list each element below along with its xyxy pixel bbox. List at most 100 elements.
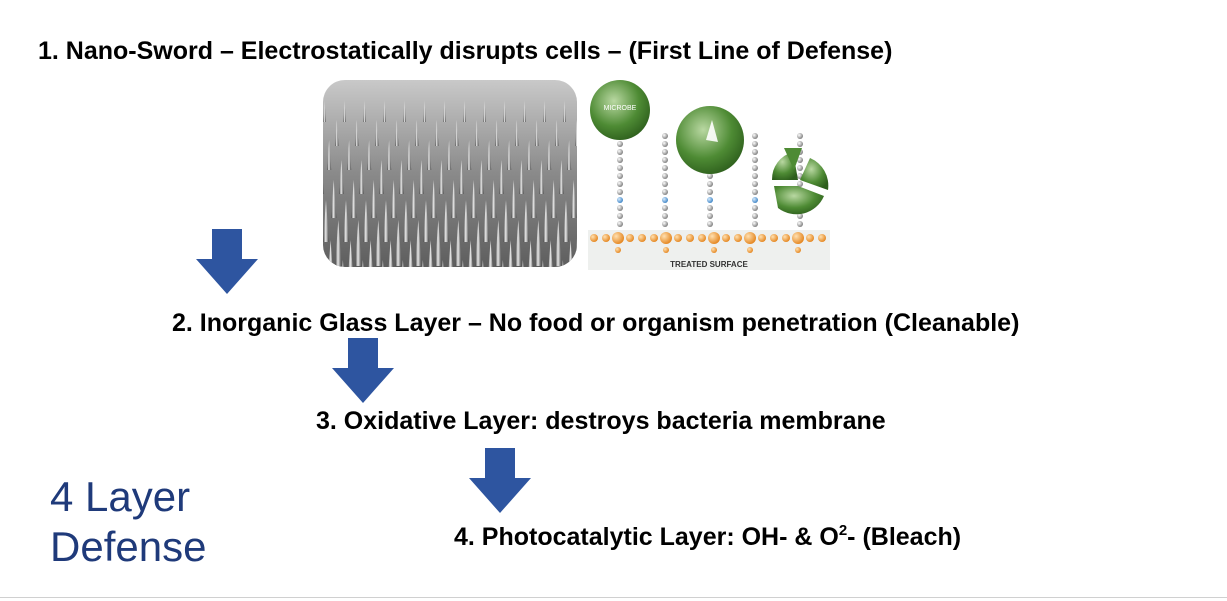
nano-spike xyxy=(435,220,442,266)
nano-spike xyxy=(522,260,524,267)
surface-bead xyxy=(782,234,790,242)
molecule-dot xyxy=(752,141,758,147)
nano-spike xyxy=(403,200,409,242)
surface-bead xyxy=(708,232,720,244)
nano-spike xyxy=(575,120,577,146)
nano-spike xyxy=(355,120,359,146)
nano-spike xyxy=(323,261,324,267)
step-4-suffix: - (Bleach) xyxy=(847,523,962,551)
surface-bead xyxy=(722,234,730,242)
molecule-dot xyxy=(752,189,758,195)
nano-spike xyxy=(483,100,486,122)
nano-spike xyxy=(535,220,542,266)
molecule-dot xyxy=(707,221,713,227)
molecule-dot xyxy=(797,141,803,147)
nano-spike xyxy=(571,180,577,218)
superscript-2: 2 xyxy=(838,522,848,539)
nano-spike xyxy=(479,160,484,194)
nano-spikes-image xyxy=(323,80,577,267)
nano-spike xyxy=(368,240,373,267)
nano-spike xyxy=(455,220,462,266)
nano-spike xyxy=(559,160,564,194)
nano-spike xyxy=(351,180,357,218)
nano-spike xyxy=(447,140,452,170)
nano-spike xyxy=(488,240,493,267)
nano-spike xyxy=(347,140,352,170)
step-2-inorganic-glass: 2. Inorganic Glass Layer – No food or or… xyxy=(172,309,1020,337)
molecule-dot xyxy=(662,141,668,147)
nano-spike xyxy=(375,120,379,146)
nano-spike xyxy=(527,140,532,170)
molecule-dot xyxy=(752,213,758,219)
surface-bead xyxy=(792,232,804,244)
molecule-dot xyxy=(707,197,713,203)
molecule-dot xyxy=(752,181,758,187)
molecule-dot xyxy=(662,149,668,155)
nano-spike xyxy=(419,160,424,194)
nano-spike xyxy=(428,240,433,267)
molecule-dot xyxy=(617,213,623,219)
microbe-label: MICROBE xyxy=(604,105,637,112)
nano-spike xyxy=(468,240,473,267)
nano-spike xyxy=(402,260,404,267)
nano-spike xyxy=(531,180,537,218)
nano-spike xyxy=(499,160,504,194)
molecule-dot xyxy=(662,197,668,203)
nano-spike xyxy=(328,240,333,267)
down-arrow-icon xyxy=(196,229,258,294)
nano-spike xyxy=(555,220,562,266)
surface-bead xyxy=(638,234,646,242)
microbe-schematic: MICROBE TREATED SURFACE xyxy=(588,80,830,270)
nano-spike xyxy=(555,120,559,146)
nano-spike xyxy=(535,120,539,146)
nano-spike xyxy=(523,100,526,122)
molecule-dot xyxy=(707,205,713,211)
nano-spike xyxy=(503,100,506,122)
nano-spike xyxy=(548,240,553,267)
nano-spike xyxy=(367,140,372,170)
nano-spike xyxy=(547,140,552,170)
nano-spike xyxy=(523,200,529,242)
treated-surface-label: TREATED SURFACE xyxy=(670,260,748,269)
nano-spike xyxy=(388,240,393,267)
molecule-dot xyxy=(662,157,668,163)
molecule-dot xyxy=(662,189,668,195)
nano-spike xyxy=(403,100,406,122)
surface-bead xyxy=(711,247,717,253)
molecule-dot xyxy=(617,173,623,179)
title-line-1: 4 Layer xyxy=(50,473,191,520)
surface-bead xyxy=(660,232,672,244)
microbe-3-ruptured xyxy=(771,148,829,215)
molecule-dot xyxy=(662,221,668,227)
nano-spike xyxy=(567,140,572,170)
nano-spike xyxy=(362,260,364,267)
nano-spike xyxy=(415,220,422,266)
molecule-dot xyxy=(797,133,803,139)
surface-bead xyxy=(674,234,682,242)
nano-spike xyxy=(443,200,449,242)
nano-spike xyxy=(387,140,392,170)
nano-spike xyxy=(443,100,446,122)
nano-spike xyxy=(383,200,389,242)
nano-spike xyxy=(359,160,364,194)
molecule-dot xyxy=(617,205,623,211)
molecule-dot xyxy=(752,221,758,227)
nano-spike xyxy=(459,160,464,194)
molecule-dot xyxy=(617,149,623,155)
nano-spike xyxy=(543,100,546,122)
nano-spike xyxy=(495,220,502,266)
molecule-dot xyxy=(617,197,623,203)
nano-spike xyxy=(463,100,466,122)
nano-spike xyxy=(411,180,417,218)
nano-spike xyxy=(543,200,549,242)
nano-spike xyxy=(495,120,499,146)
step-4-text: 4. Photocatalytic Layer: OH- & O xyxy=(454,523,839,551)
molecule-dot xyxy=(617,157,623,163)
molecule-dot xyxy=(707,181,713,187)
nano-spike xyxy=(448,240,453,267)
molecule-dot xyxy=(662,205,668,211)
step-4-photocatalytic: 4. Photocatalytic Layer: OH- & O2- (Blea… xyxy=(454,516,961,552)
microbe-1: MICROBE xyxy=(590,80,650,140)
molecule-dot xyxy=(662,213,668,219)
surface-bead xyxy=(612,232,624,244)
